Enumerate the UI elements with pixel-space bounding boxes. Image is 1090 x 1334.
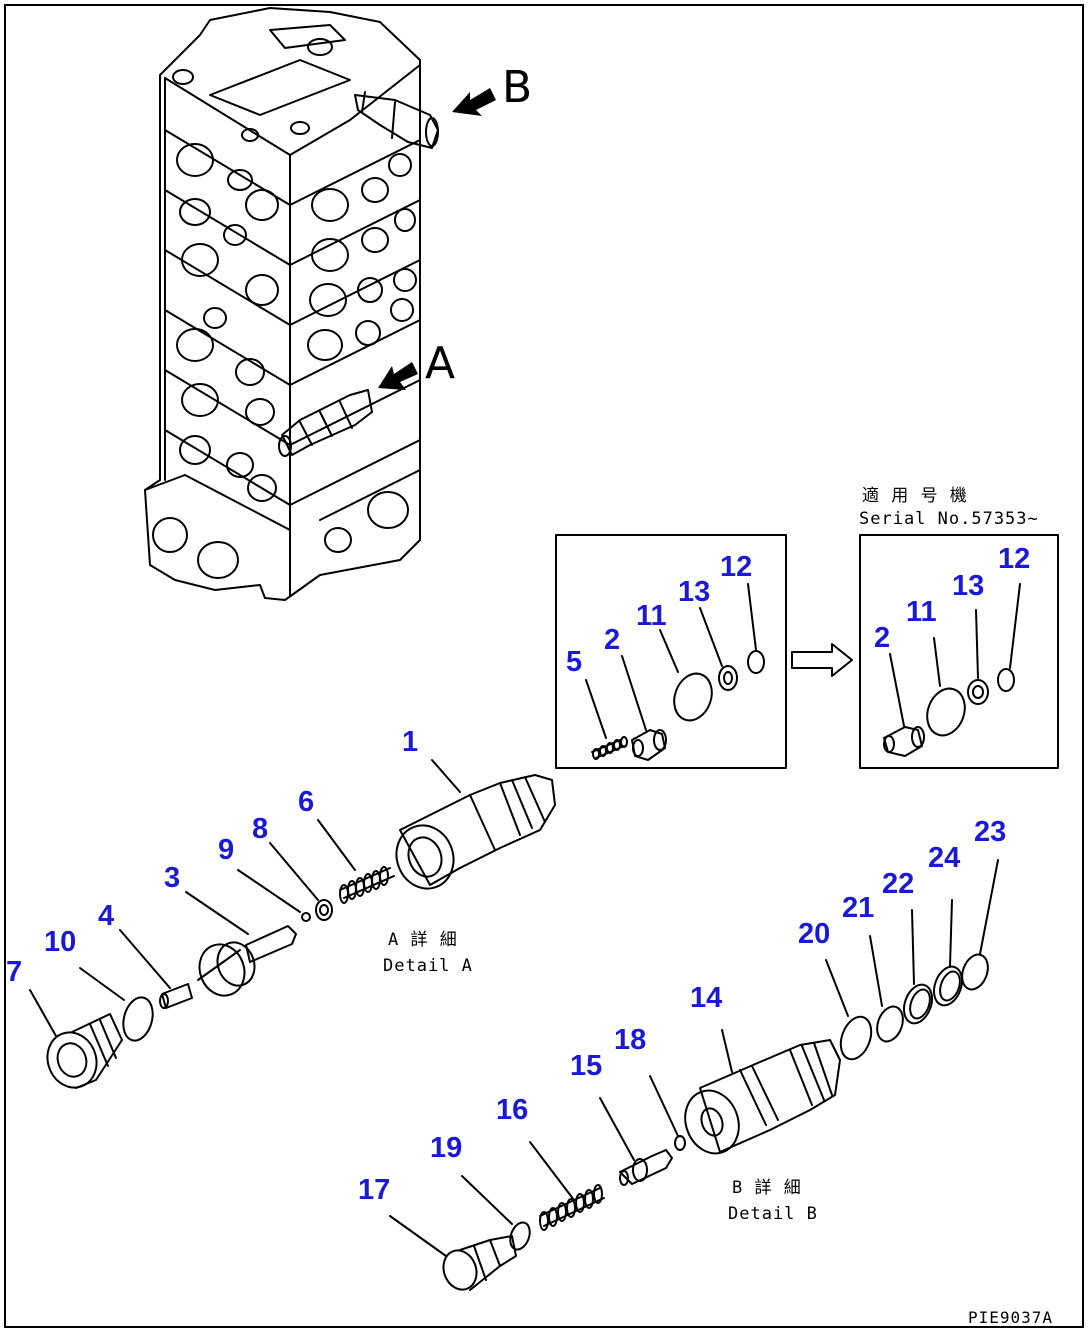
serial-label-jp: 適 用 号 機	[862, 486, 968, 506]
detail-b-parts	[389, 859, 999, 1291]
detail-box-original	[555, 534, 787, 769]
view-label-b: B	[502, 62, 533, 113]
callout-15: 15	[570, 1050, 603, 1082]
callout-8: 8	[252, 813, 269, 845]
drawing-frame	[4, 4, 1084, 1328]
callout-9: 9	[218, 834, 235, 866]
callout-10: 10	[44, 926, 77, 958]
serial-label-en: Serial No.57353~	[859, 509, 1039, 529]
callout-serial-13: 13	[952, 570, 985, 602]
callout-serial-11: 11	[906, 596, 937, 628]
callout-18: 18	[614, 1024, 647, 1056]
replacement-arrow	[791, 643, 853, 677]
box2-parts	[883, 583, 1021, 757]
callout-5: 5	[566, 646, 583, 678]
callout-4: 4	[98, 900, 115, 932]
callout-13: 13	[678, 576, 711, 608]
callout-24: 24	[928, 842, 961, 874]
callout-1: 1	[402, 726, 419, 758]
detail-b-label-jp: B 詳 細	[732, 1178, 802, 1198]
detail-a-label-en: Detail A	[383, 956, 473, 976]
callout-serial-2: 2	[874, 622, 891, 654]
callout-22: 22	[882, 868, 915, 900]
callout-11: 11	[636, 600, 667, 632]
detail-box-serial	[859, 534, 1059, 769]
detail-a-parts	[29, 759, 556, 1089]
callout-21: 21	[842, 892, 875, 924]
view-arrow-b	[452, 88, 496, 116]
detail-a-label-jp: A 詳 細	[388, 930, 458, 950]
callout-6: 6	[298, 786, 315, 818]
view-label-a: A	[425, 338, 456, 389]
view-arrow-a	[378, 362, 418, 390]
callout-3: 3	[164, 862, 181, 894]
callout-serial-12: 12	[998, 543, 1031, 575]
drawing-code: PIE9037A	[968, 1308, 1054, 1327]
callout-17: 17	[358, 1174, 391, 1206]
box1-parts	[585, 583, 765, 761]
callout-20: 20	[798, 918, 831, 950]
callout-2: 2	[604, 624, 621, 656]
callout-16: 16	[496, 1094, 529, 1126]
callout-23: 23	[974, 816, 1007, 848]
callout-19: 19	[430, 1132, 463, 1164]
callout-14: 14	[690, 982, 723, 1014]
callout-12: 12	[720, 551, 753, 583]
detail-b-label-en: Detail B	[728, 1204, 818, 1224]
callout-7: 7	[6, 956, 23, 988]
control-valve-assembly	[144, 7, 439, 601]
